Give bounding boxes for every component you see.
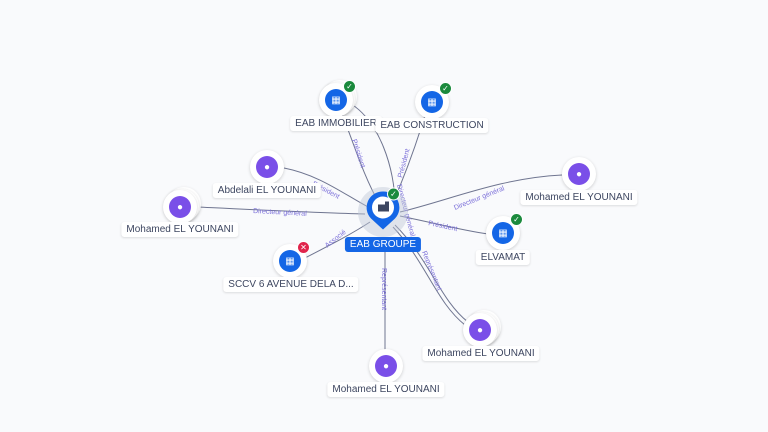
map-pin-icon: [366, 191, 400, 230]
node-sccv[interactable]: ▦ ✕: [273, 241, 310, 278]
edge-label: Représentant: [420, 250, 442, 292]
edge-mohamed-right: [399, 174, 563, 213]
node-mohamed-bottom[interactable]: ●: [369, 349, 403, 383]
node-label[interactable]: SCCV 6 AVENUE DELA D...: [223, 277, 359, 292]
person-icon: ●: [382, 360, 390, 372]
node-elvamat[interactable]: ▦ ✓: [486, 213, 523, 250]
check-icon: ✓: [343, 80, 356, 93]
node-abdelali[interactable]: ●: [250, 150, 284, 184]
node-eab-immobilier[interactable]: ▦ ✓: [319, 80, 357, 117]
node-mohamed-left[interactable]: ●: [163, 187, 201, 224]
center-node-eab-groupe[interactable]: ✓: [365, 187, 401, 237]
node-label[interactable]: EAB IMMOBILIER: [290, 116, 382, 131]
building-icon: ▦: [285, 255, 295, 267]
node-label[interactable]: Mohamed EL YOUNANI: [327, 382, 445, 397]
person-icon: ●: [176, 201, 184, 213]
node-mohamed-right[interactable]: ●: [562, 157, 596, 191]
node-label[interactable]: EAB CONSTRUCTION: [375, 118, 489, 133]
edge-label: Président: [350, 138, 366, 168]
check-icon: ✓: [439, 82, 452, 95]
edge-label: Représentant: [380, 268, 387, 310]
center-label[interactable]: EAB GROUPE: [344, 237, 422, 252]
node-label[interactable]: ELVAMAT: [475, 250, 531, 265]
node-label[interactable]: Abdelali EL YOUNANI: [212, 183, 322, 198]
building-icon: ▦: [427, 96, 437, 108]
person-icon: ●: [263, 161, 271, 173]
building-icon: ▦: [331, 94, 341, 106]
close-icon: ✕: [297, 241, 310, 254]
edge-elvamat: [399, 215, 489, 235]
edge-label: Directeur général: [253, 208, 307, 218]
edge-mohamed-left: [197, 206, 366, 215]
person-icon: ●: [575, 168, 583, 180]
node-label[interactable]: Mohamed EL YOUNANI: [422, 346, 540, 361]
edge-mohamed-bottom-right: [394, 224, 469, 323]
check-icon: ✓: [510, 213, 523, 226]
node-label[interactable]: Mohamed EL YOUNANI: [121, 222, 239, 237]
check-icon: ✓: [387, 187, 400, 201]
edge-label: Président: [397, 148, 411, 178]
node-label[interactable]: Mohamed EL YOUNANI: [520, 190, 638, 205]
edge-sccv: [304, 221, 371, 259]
node-eab-construction[interactable]: ▦ ✓: [415, 82, 452, 119]
edge-abdelali: [283, 167, 371, 209]
edge-label: Président: [428, 220, 458, 233]
person-icon: ●: [476, 324, 484, 336]
node-mohamed-bottom-right[interactable]: ●: [463, 310, 501, 347]
building-icon: ▦: [498, 227, 508, 239]
